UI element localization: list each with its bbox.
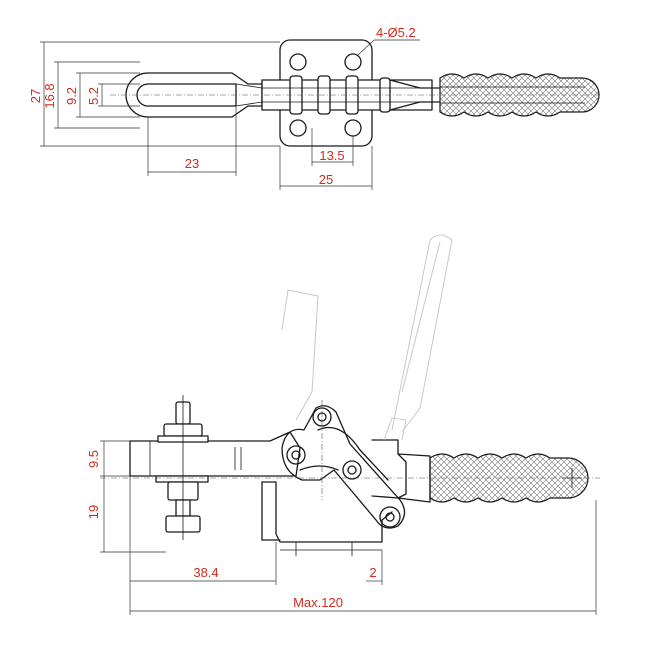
- clamp-arm: [125, 72, 263, 118]
- dim-slot-inner: 9.2: [64, 87, 79, 105]
- dim-overall-width: 27: [28, 89, 43, 103]
- dim-spindle-height: 19: [86, 505, 101, 519]
- mounting-hole: [344, 53, 362, 71]
- ghost-handle: [281, 289, 319, 421]
- mounting-hole: [289, 53, 307, 71]
- mounting-hole: [344, 119, 362, 137]
- dim-base-width: 25: [319, 172, 333, 187]
- dim-slot-length: 23: [185, 156, 199, 171]
- dim-arm-height: 9.5: [86, 450, 101, 468]
- dim-hole-spacing: 13.5: [319, 148, 344, 163]
- dim-base-offset: 2: [369, 565, 376, 580]
- top-view: 4-Ø5.2 27 16.8 9.2 5.2 23 13.5 25: [28, 25, 600, 190]
- dim-slot-outer: 16.8: [42, 83, 57, 108]
- dim-holes: 4-Ø5.2: [376, 25, 416, 40]
- mounting-hole: [289, 119, 307, 137]
- linkage-body: [281, 405, 406, 529]
- pivot: [379, 506, 401, 528]
- side-view: 9.5 19 38.4 2 Max.120: [86, 234, 600, 615]
- pivot: [342, 460, 362, 480]
- dim-arm-reach: 38.4: [193, 565, 218, 580]
- arm-slot: [136, 83, 237, 107]
- dim-slot-width: 5.2: [86, 87, 101, 105]
- pivot: [286, 445, 306, 465]
- dim-max-length: Max.120: [293, 595, 343, 610]
- clamp-arm-side: [129, 431, 301, 477]
- base-side: [261, 481, 393, 543]
